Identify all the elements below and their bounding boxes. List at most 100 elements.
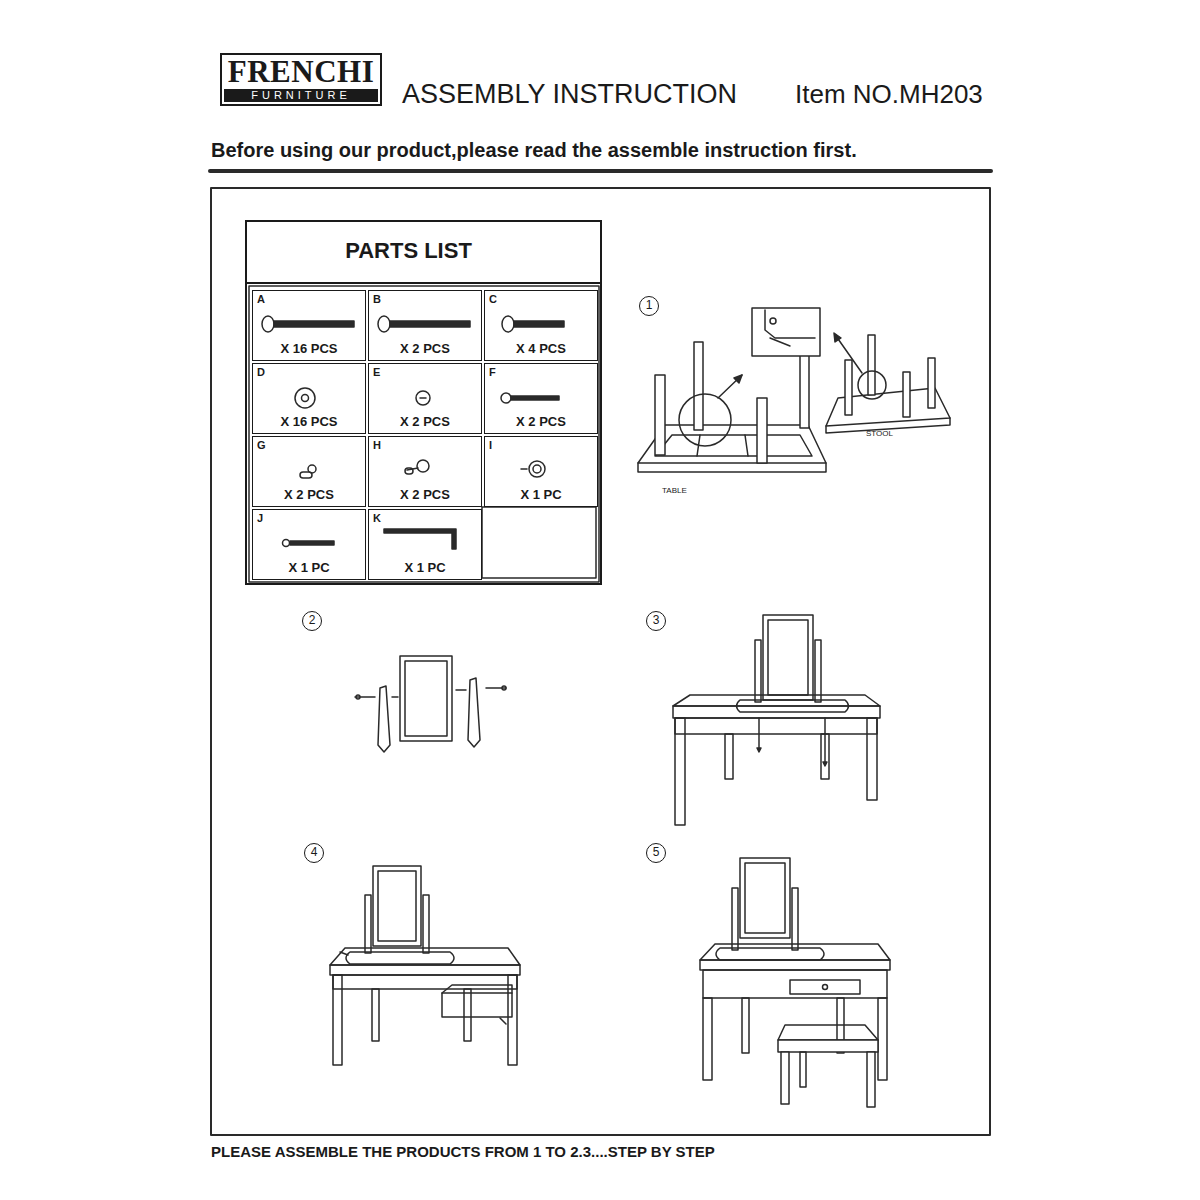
part-cell: DX 16 PCS	[252, 363, 366, 434]
part-icons	[502, 316, 514, 332]
step1-table-illustration	[679, 394, 731, 446]
step1-stool-illustration	[868, 335, 875, 395]
footer-caption: PLEASE ASSEMBLE THE PRODUCTS FROM 1 TO 2…	[211, 1143, 715, 1160]
step5-vanity-illustration	[781, 1052, 789, 1104]
part-quantity: X 16 PCS	[253, 414, 365, 429]
step1-table-illustration	[718, 375, 742, 398]
part-quantity: X 16 PCS	[253, 341, 365, 356]
step2-mirror-illustration	[486, 687, 506, 689]
step1-table-illustration	[800, 350, 809, 428]
part-cell: B X 2 PCS	[368, 290, 482, 361]
step5-vanity-illustration	[778, 1040, 878, 1052]
part-cell: J X 1 PC	[252, 509, 366, 580]
step2-mirror-illustration	[378, 686, 390, 752]
part-icons	[501, 393, 511, 403]
part-name: TABLE	[662, 486, 687, 495]
part-icons	[274, 321, 354, 327]
table-heading: PARTS LIST	[247, 222, 600, 284]
header-rule	[210, 170, 991, 172]
part-cell: E X 2 PCS	[368, 363, 482, 434]
part-icons	[511, 396, 559, 400]
step5-vanity-illustration	[700, 858, 890, 1107]
part-quantity: X 1 PC	[485, 487, 597, 502]
step5-vanity-illustration	[800, 1052, 806, 1087]
callout-number: 4	[305, 844, 323, 861]
step4-vanity-illustration	[365, 895, 371, 953]
step5-vanity-illustration	[823, 985, 828, 990]
part-icons	[302, 395, 309, 402]
step3-vanity-illustration	[673, 695, 880, 706]
step2-mirror-illustration	[502, 686, 506, 690]
item-number: Item NO.MH203	[795, 79, 983, 110]
step4-vanity-illustration	[423, 895, 429, 953]
step4-vanity-illustration	[442, 985, 512, 993]
page-frame	[211, 188, 990, 1135]
part-icons	[405, 468, 413, 474]
part-quantity: X 2 PCS	[369, 341, 481, 356]
part-icons	[283, 540, 290, 547]
parts-list-table: PARTS LISTAX 16 PCSBX 2 PCSCX 4 PCSDX 16…	[245, 220, 602, 585]
part-quantity: X 2 PCS	[369, 414, 481, 429]
step4-vanity-illustration	[346, 952, 454, 964]
parts-grid-frame	[249, 286, 599, 582]
step1-table-illustration	[638, 425, 826, 463]
step1-table-illustration	[770, 338, 790, 346]
step2-mirror-illustration	[356, 695, 360, 699]
part-letter: B	[373, 293, 381, 305]
step1-table-illustration	[638, 308, 826, 472]
part-letter: J	[257, 512, 263, 524]
step5-vanity-illustration	[700, 960, 890, 970]
part-cell: HX 2 PCS	[368, 436, 482, 507]
step5-vanity-illustration	[790, 980, 860, 994]
step3-vanity-illustration	[867, 718, 877, 800]
step5-vanity-illustration	[878, 998, 887, 1080]
step2-mirror-illustration	[456, 689, 466, 691]
instruction-note: Before using our product,please read the…	[211, 139, 857, 162]
step4-vanity-illustration	[333, 975, 517, 989]
step1-stool-illustration	[903, 372, 910, 417]
step-number: 2	[302, 611, 322, 631]
step4-vanity-illustration	[500, 1018, 506, 1024]
step2-mirror-illustration	[405, 661, 447, 736]
part-cell: I X 1 PC	[484, 436, 598, 507]
part-letter: H	[373, 439, 381, 451]
step4-vanity-illustration	[378, 871, 416, 941]
step3-vanity-illustration	[757, 748, 761, 752]
part-letter: E	[373, 366, 380, 378]
step1-table-illustration	[757, 398, 767, 463]
part-icons	[514, 321, 564, 327]
step4-vanity-illustration	[373, 866, 421, 946]
step4-vanity-illustration	[442, 993, 512, 1017]
part-cell: G X 2 PCS	[252, 436, 366, 507]
step3-vanity-illustration	[673, 706, 880, 718]
part-letter: I	[489, 439, 492, 451]
part-icons	[384, 529, 456, 549]
step3-vanity-illustration	[758, 718, 760, 748]
page-title: ASSEMBLY INSTRUCTION	[402, 79, 737, 110]
callout-number: 2	[303, 612, 321, 629]
step1-stool-illustration	[845, 360, 852, 415]
page-frame	[211, 188, 990, 1135]
step2-mirror-illustration	[468, 678, 480, 747]
step3-vanity-illustration	[675, 718, 877, 734]
step3-vanity-illustration	[763, 615, 813, 700]
part-letter: G	[257, 439, 266, 451]
brand-subname: FURNITURE	[224, 89, 378, 102]
part-icons	[390, 321, 470, 327]
step-number: 1	[639, 296, 659, 316]
step1-stool-illustration	[834, 333, 841, 342]
step3-vanity-illustration	[755, 640, 761, 702]
step2-mirror-illustration	[400, 656, 452, 741]
step5-vanity-illustration	[700, 944, 890, 960]
step5-vanity-illustration	[745, 863, 785, 933]
part-cell: KX 1 PC	[368, 509, 482, 580]
part-letter: K	[373, 512, 381, 524]
part-cell: CX 4 PCS	[484, 290, 598, 361]
step1-table-illustration	[770, 318, 776, 324]
part-quantity: X 1 PC	[253, 560, 365, 575]
parts-grid-frame	[482, 507, 596, 578]
part-quantity: X 2 PCS	[253, 487, 365, 502]
step1-stool-illustration	[826, 333, 950, 433]
part-quantity: X 4 PCS	[485, 341, 597, 356]
step5-vanity-illustration	[732, 888, 738, 950]
